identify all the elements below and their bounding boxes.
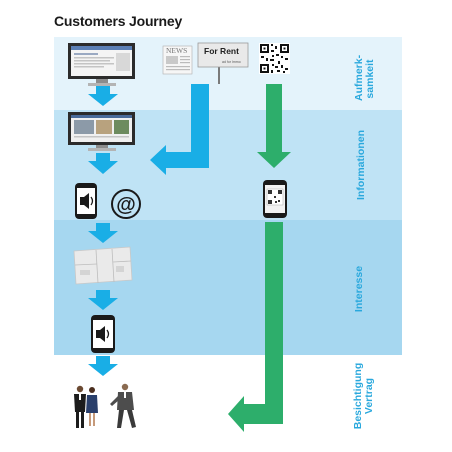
newspaper-icon: NEWS	[162, 45, 193, 75]
blue-arrow-newspaper-to-website	[150, 84, 209, 175]
smartphone-qr-icon	[263, 180, 287, 218]
newspaper-label: NEWS	[166, 46, 187, 55]
business-people-icon	[74, 383, 136, 428]
for-rent-sublabel: ad for Immo	[222, 60, 241, 64]
blue-arrow-down-1	[88, 86, 118, 106]
smartphone-speaker-icon	[75, 183, 97, 219]
green-arrow-phone-to-viewing	[228, 222, 283, 432]
blue-arrow-down-5	[88, 356, 118, 376]
blue-arrow-down-4	[88, 290, 118, 310]
for-rent-label: For Rent	[204, 46, 239, 56]
email-at-icon: @	[111, 189, 141, 219]
for-rent-sign-icon: For Rent ad for Immo	[197, 42, 249, 84]
website-monitor-icon	[68, 112, 135, 151]
blue-arrow-down-2	[88, 153, 118, 174]
diagram-title: Customers Journey	[54, 13, 183, 29]
green-arrows	[228, 84, 291, 432]
qr-code-icon	[259, 43, 290, 74]
blue-arrow-down-3	[88, 223, 118, 243]
smartphone-speaker-icon-2	[91, 315, 115, 353]
desktop-monitor-icon	[68, 43, 135, 86]
email-at-symbol: @	[116, 194, 136, 216]
blue-arrows	[88, 84, 209, 376]
green-arrow-qr-to-phone	[257, 84, 291, 168]
floor-plan-icon	[73, 246, 133, 285]
